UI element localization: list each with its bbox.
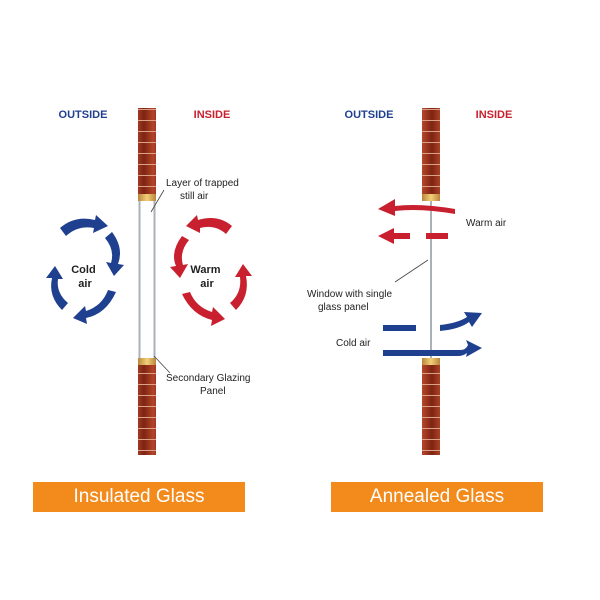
warm-arrow-lower <box>378 228 410 244</box>
cold-air-label: Cold air <box>336 338 371 349</box>
frame-cap-lower <box>422 358 440 365</box>
trapped-air-label: Layer of trapped still air <box>166 178 242 202</box>
cold-arrow-upper <box>440 312 482 331</box>
annealed-glass-title: Annealed Glass <box>331 482 543 512</box>
cold-air-cycle <box>46 215 124 324</box>
trapped-air-gap <box>138 201 156 358</box>
warm-arrow-top <box>186 215 232 234</box>
insulated-glass-panel: OUTSIDE INSIDE Layer of trapped still ai… <box>46 108 253 455</box>
warm-dash <box>426 233 448 239</box>
cold-arrow-top <box>60 215 108 236</box>
frame-cap-lower <box>138 358 156 365</box>
secondary-panel-leader <box>153 355 171 374</box>
secondary-panel-label: Secondary Glazing Panel <box>166 373 253 397</box>
inside-label: INSIDE <box>476 109 513 121</box>
wall-lower <box>138 365 156 455</box>
cold-arrow-lower <box>383 340 482 357</box>
warm-arrow-upper <box>378 199 455 216</box>
trapped-air-leader <box>150 189 165 213</box>
outside-label: OUTSIDE <box>345 109 394 121</box>
wall-upper <box>138 108 156 194</box>
cold-arrow-left <box>46 266 68 310</box>
cold-air-flow <box>383 312 482 357</box>
warm-arrow-left <box>170 236 189 278</box>
inside-label: INSIDE <box>194 109 231 121</box>
cold-dash <box>383 325 416 331</box>
single-panel-leader <box>394 259 429 283</box>
outside-label: OUTSIDE <box>59 109 108 121</box>
cold-air-label: Cold air <box>71 264 99 290</box>
single-panel-label: Window with single glass panel <box>307 289 395 313</box>
insulated-glass-title: Insulated Glass <box>33 482 245 512</box>
warm-arrow-bottom <box>182 292 225 326</box>
frame-cap-upper <box>138 194 156 201</box>
frame-cap-upper <box>422 194 440 201</box>
wall-lower <box>422 365 440 455</box>
warm-arrow-right <box>230 264 252 310</box>
cold-arrow-bottom <box>73 290 116 324</box>
cold-arrow-right <box>105 232 124 276</box>
annealed-glass-panel: OUTSIDE INSIDE Warm air Window with sing… <box>307 108 512 455</box>
warm-air-label: Warm air <box>190 264 223 290</box>
warm-air-label: Warm air <box>466 218 507 229</box>
warm-air-cycle <box>170 215 252 326</box>
wall-upper <box>422 108 440 194</box>
warm-air-flow <box>378 199 455 244</box>
